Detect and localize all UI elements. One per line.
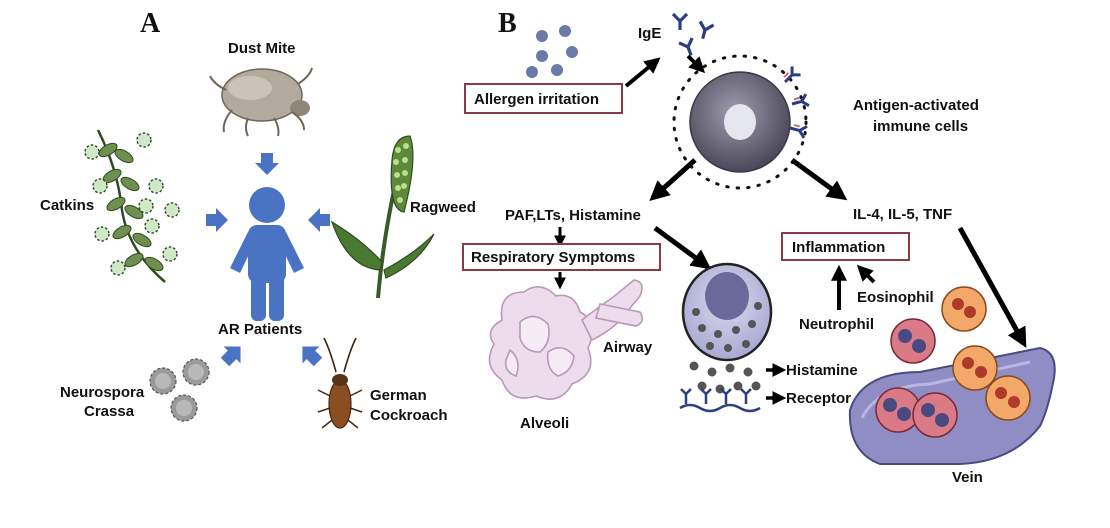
receptor-icons	[679, 388, 761, 413]
mast-cell-icon	[672, 54, 811, 190]
ragweed-label: Ragweed	[410, 199, 476, 216]
arrow-neurospora	[216, 337, 250, 371]
airway-label: Airway	[603, 339, 653, 356]
arrow-cytokines-to-vein	[957, 226, 1027, 348]
panel-a-letter: A	[140, 8, 161, 39]
neutrophil-label: Neutrophil	[799, 316, 874, 333]
alveoli-label: Alveoli	[520, 415, 569, 432]
arrow-to-cytokines	[790, 157, 848, 201]
respiratory-symptoms-box	[462, 243, 661, 271]
antigen-activated-line2: immune cells	[873, 118, 968, 135]
respiratory-symptoms-label: Respiratory Symptoms	[471, 249, 635, 266]
cytokines-label: IL-4, IL-5, TNF	[853, 206, 952, 223]
dust-mite-icon	[209, 67, 313, 137]
arrow-catkins	[206, 208, 228, 232]
ige-label: IgE	[638, 25, 661, 42]
patient-figure-icon	[230, 187, 304, 321]
dust-mite-label: Dust Mite	[228, 40, 296, 57]
ige-antibody-icons	[671, 12, 716, 60]
cockroach-label-line1: German	[370, 387, 427, 404]
eosinophil-label: Eosinophil	[857, 289, 934, 306]
cockroach-icon	[317, 337, 363, 429]
arrow-to-mediators	[649, 158, 697, 202]
catkins-icon	[84, 129, 180, 283]
ragweed-icon	[330, 135, 435, 299]
vein-label: Vein	[952, 469, 983, 486]
arrow-to-basophil	[653, 225, 712, 270]
neurospora-label-line2: Crassa	[84, 403, 135, 420]
mediators-label: PAF,LTs, Histamine	[505, 207, 641, 224]
arrow-mite	[255, 153, 279, 175]
panel-b: B IgE Allergen irritation Antigen-a	[462, 8, 1056, 486]
arrow-cockroach	[293, 337, 327, 371]
arrow-eosinophil-to-inflammation	[856, 264, 876, 284]
arrow-to-ige	[624, 57, 661, 88]
allergen-irritation-box	[464, 83, 623, 114]
alveoli-airway-icon	[488, 279, 644, 400]
neurospora-icon	[149, 358, 210, 422]
arrow-ige-to-cell	[686, 54, 706, 74]
panel-b-letter: B	[498, 8, 517, 39]
allergen-particles-icon	[526, 25, 578, 78]
receptor-label: Receptor	[786, 390, 851, 407]
ar-patients-label: AR Patients	[218, 321, 302, 338]
neutrophil-cells-icon	[875, 318, 958, 438]
inflammation-label: Inflammation	[792, 239, 885, 256]
cockroach-label-line2: Cockroach	[370, 407, 448, 424]
neurospora-label-line1: Neurospora	[60, 384, 145, 401]
inflammation-box	[781, 232, 910, 261]
antigen-activated-line1: Antigen-activated	[853, 97, 979, 114]
catkins-label: Catkins	[40, 197, 94, 214]
allergen-irritation-label: Allergen irritation	[474, 91, 599, 108]
histamine-label: Histamine	[786, 362, 858, 379]
basophil-cell-icon	[681, 262, 773, 362]
eosinophil-cells-icon	[941, 286, 1031, 421]
panel-a: A Dust Mite AR Patients	[40, 8, 476, 429]
arrow-ragweed	[308, 208, 330, 232]
